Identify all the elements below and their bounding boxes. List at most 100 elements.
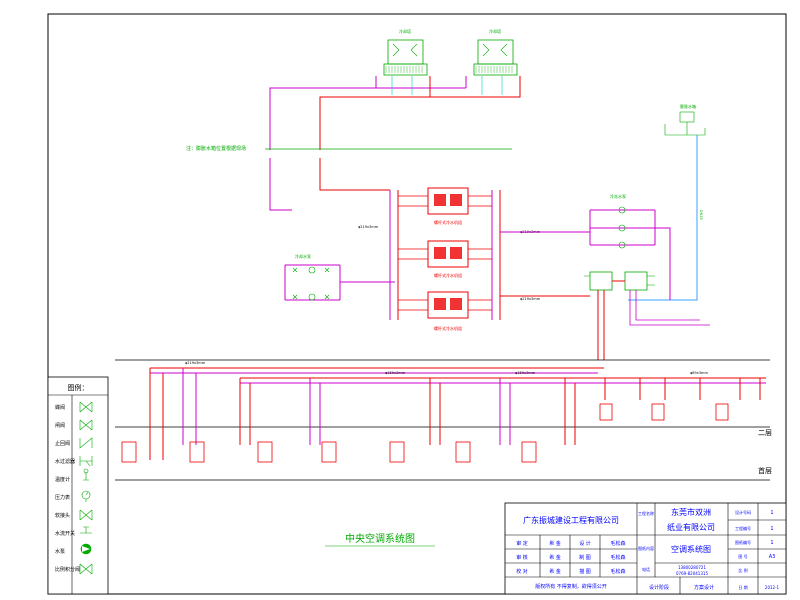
legend-item-flexible-joint: 软接头 [55, 509, 93, 521]
cooling-pump-group: 冷却水泵 [284, 253, 395, 301]
phone-label: 电话 [642, 566, 650, 572]
scale-label: 比 例 [738, 567, 747, 573]
svg-text:水过滤器: 水过滤器 [55, 458, 75, 465]
role-label-2: 审 核 [516, 554, 528, 561]
role-label-3: 校 对 [516, 568, 528, 575]
expansion-tank: 膨胀水箱 DN25 [628, 103, 706, 301]
first-floor-units [121, 441, 537, 463]
cooling-tower-1: 冷却塔 [383, 28, 428, 76]
cooling-tower-2: 冷却塔 [473, 28, 518, 76]
thermometer-icon [83, 472, 89, 481]
legend-frame [47, 376, 109, 595]
drawing-title: 中央空调系统图 [345, 532, 415, 545]
drawing-border [47, 13, 787, 595]
main-pipe-label-2: φ159x3mm [385, 371, 406, 375]
role-label-1: 审 定 [516, 540, 528, 547]
phone-1: 13800280721 [678, 565, 706, 570]
chiller-2: 螺杆式冷水机组 [398, 240, 492, 278]
ahu-2f-2 [651, 403, 665, 421]
stage-label: 设计阶段 [649, 584, 669, 591]
company-name: 广东振城建设工程有限公司 [523, 515, 619, 525]
floor-label-first: 首层 [758, 466, 772, 475]
legend-item-thermometer: 温度计 [55, 468, 89, 483]
date-label: 日 期 [738, 584, 747, 590]
role2-name-2: 毛松森 [610, 554, 625, 561]
floor-label-second: 二层 [758, 429, 772, 437]
svg-text:DN25: DN25 [699, 210, 703, 220]
ahu-1f-4 [321, 441, 337, 463]
legend-item-butterfly-valve: 蝶阀 [55, 401, 93, 413]
stage-value: 方案设计 [694, 584, 714, 591]
role-name-1: 希 金 [549, 540, 561, 547]
ahu-1f-6 [455, 441, 471, 463]
cooling-water-pipes [269, 76, 521, 211]
chiller-pipe-label-3: φ219x3mm [520, 297, 541, 301]
butterfly-valve-icon [79, 401, 93, 413]
role-name-2: 希 金 [549, 554, 561, 561]
ahu-2f-3 [715, 403, 729, 421]
legend-item-pump: 水泵 [55, 543, 92, 555]
legend-item-flow-switch: 水流开关 [55, 526, 92, 537]
cooling-tower-1-label: 冷却塔 [399, 28, 411, 34]
legend: 图例： 蝶阀 闸阀 止回阀 水过滤器 温度计 压力表 [47, 376, 109, 595]
legend-item-pi-valve: 比例积分阀 [55, 563, 93, 575]
expansion-tank-note: 注：膨胀水箱位置根据现场 [186, 145, 246, 152]
svg-text:闸阀: 闸阀 [55, 422, 65, 429]
main-pipe-label-1: φ219x3mm [185, 361, 206, 365]
cooling-tower-2-label: 冷却塔 [489, 28, 501, 34]
legend-item-pressure-gauge: 压力表 [55, 490, 91, 502]
project-name-2: 纸业有限公司 [667, 522, 715, 532]
svg-text:蝶阀: 蝶阀 [55, 404, 65, 411]
flow-switch-icon [80, 526, 92, 534]
second-floor-units [599, 403, 729, 421]
svg-text:软接头: 软接头 [55, 512, 70, 519]
project-no-label: 工程编号 [735, 525, 751, 531]
role2-label-1: 设 计 [579, 540, 591, 547]
legend-item-gate-valve: 闸阀 [55, 419, 93, 431]
ahu-1f-7 [521, 441, 537, 463]
main-pipe-label-4: φ89x3mm [690, 371, 708, 375]
svg-text:压力表: 压力表 [55, 494, 70, 501]
sheet-no-value: 1 [770, 540, 773, 546]
svg-text:水泵: 水泵 [55, 548, 65, 555]
pi-valve-icon [79, 563, 93, 575]
drawing-type-label: 图 号 [738, 553, 747, 559]
chiller-pipe-label-1: φ219x3mm [358, 225, 379, 229]
role2-name-3: 毛松森 [610, 568, 625, 575]
chiller-group: 螺杆式冷水机组 螺杆式冷水机组 螺杆式冷水机组 φ219x3mm φ219x3m… [358, 187, 541, 331]
ahu-1f-2 [189, 441, 205, 463]
role2-name-1: 毛松森 [610, 540, 625, 547]
chiller-1-label: 螺杆式冷水机组 [434, 219, 462, 225]
project-name-1: 东莞市双洲 [671, 507, 711, 517]
legend-item-strainer: 水过滤器 [55, 456, 93, 467]
strainer-icon [79, 456, 93, 467]
check-valve-icon [79, 437, 93, 449]
role2-label-2: 制 图 [579, 554, 591, 561]
ahu-2f-1 [599, 403, 613, 421]
sheet-no-label: 图纸编号 [735, 539, 751, 545]
svg-text:温度计: 温度计 [55, 476, 70, 483]
title-block-frame [504, 502, 787, 595]
distribution-mains [149, 367, 766, 460]
role2-label-3: 描 图 [579, 568, 591, 575]
ahu-1f-1 [121, 441, 137, 463]
drawing-label: 图纸内容 [638, 545, 654, 551]
svg-text:水流开关: 水流开关 [55, 530, 75, 537]
chilled-pump-label: 冷冻水泵 [610, 193, 626, 199]
svg-text:比例积分阀: 比例积分阀 [55, 566, 80, 573]
legend-item-check-valve: 止回阀 [55, 437, 93, 449]
role-name-3: 希 金 [549, 568, 561, 575]
expansion-tank-label: 膨胀水箱 [680, 103, 696, 109]
date-value: 2012-1 [765, 585, 780, 590]
legend-title: 图例： [68, 383, 89, 392]
flexible-joint-icon [79, 509, 93, 521]
ahu-1f-5 [389, 441, 405, 463]
project-no-value: 1 [770, 526, 773, 532]
copyright-note: 版权所有 不得复制，欲得须公开 [535, 583, 607, 590]
ahu-1f-3 [257, 441, 273, 463]
chiller-1: 螺杆式冷水机组 [398, 187, 492, 225]
design-no-value: 1 [770, 510, 773, 516]
gate-valve-icon [79, 419, 93, 431]
chiller-3: 螺杆式冷水机组 [398, 291, 492, 331]
